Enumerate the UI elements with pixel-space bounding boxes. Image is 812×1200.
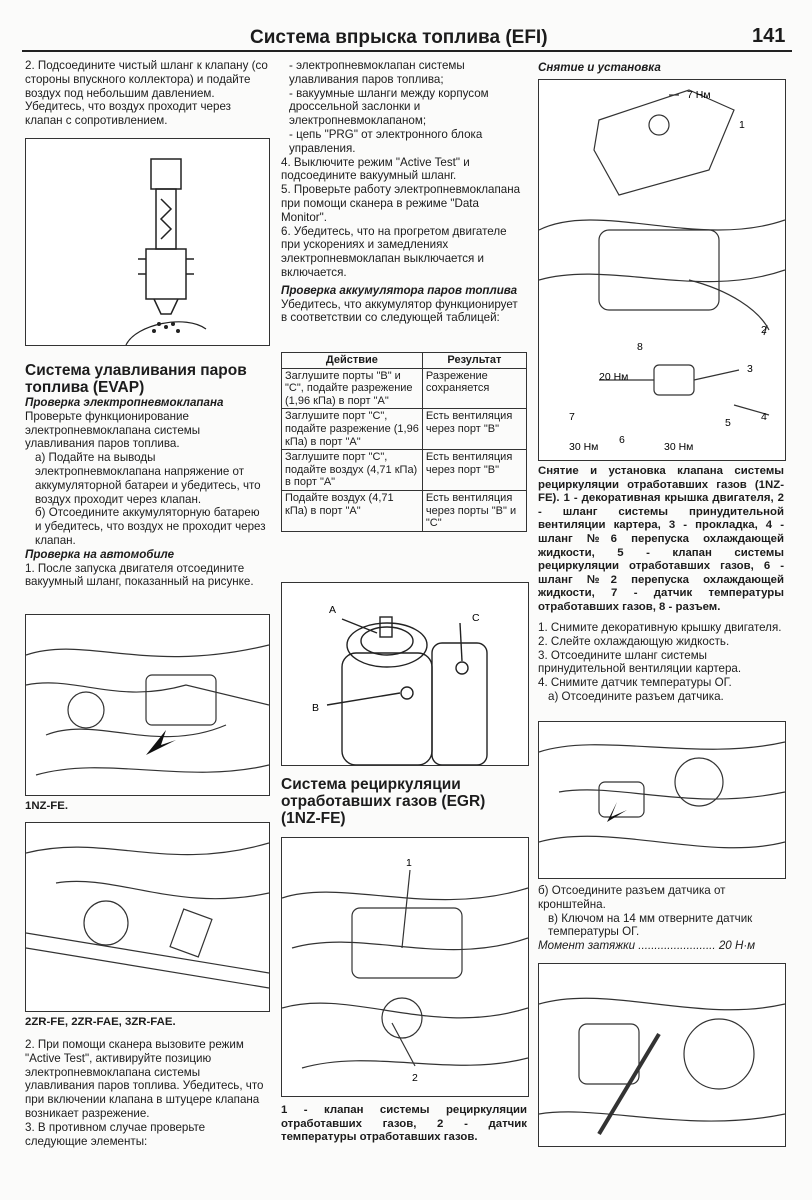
table-cell: Разрежение сохраняется bbox=[421, 367, 528, 410]
label-20nm: 20 Нм bbox=[599, 371, 628, 383]
check-item-3: - цепь "PRG" от электронного блока управ… bbox=[289, 127, 483, 155]
valve-figure bbox=[25, 138, 270, 346]
intro-paragraph: 2. Подсоедините чистый шланг к клапану (… bbox=[25, 59, 268, 128]
arrow-icon bbox=[146, 730, 176, 755]
table-header-row: Действие Результат bbox=[281, 352, 528, 369]
evap-title: Система улавливания паров топлива (EVAP) bbox=[25, 362, 247, 396]
vehicle-check-step-6: 6. Убедитесь, что на прогретом двигателе… bbox=[281, 224, 507, 279]
canister-drawing: A B C bbox=[312, 604, 488, 765]
table-header-action: Действие bbox=[281, 352, 423, 369]
label-30nm-right: 30 Нм bbox=[664, 441, 693, 453]
removal-step-2: 2. Слейте охлаждающую жидкость. bbox=[538, 634, 730, 648]
table-cell: Есть вентиляция через порт "B" bbox=[421, 449, 528, 491]
egr-label-1: 1 bbox=[406, 857, 412, 869]
vehicle-check-step-1: 1. После запуска двигателя отсоедините в… bbox=[25, 561, 254, 589]
table-cell: Есть вентиляция через порты "B" и "C" bbox=[421, 489, 528, 532]
left-intro: 2. Подсоедините чистый шланг к клапану (… bbox=[25, 59, 268, 128]
evap-step-b: б) Отсоедините аккумуляторную батарею и … bbox=[35, 506, 266, 547]
sensor-sketch-1 bbox=[539, 741, 785, 849]
egr-removal-figure: 7 Нм 1 2 3 4 5 6 7 8 20 Нм 30 Нм 30 Нм bbox=[538, 79, 786, 461]
port-label-a: A bbox=[329, 604, 336, 616]
middle-text: - электропневмоклапан системы улавливани… bbox=[281, 59, 527, 325]
label-8: 8 bbox=[637, 341, 643, 353]
subheading-canister-check: Проверка аккумулятора паров топлива bbox=[281, 283, 518, 297]
removal-step-3: 3. Отсоедините шланг системы принудитель… bbox=[538, 648, 742, 676]
egr-removal-drawing: 7 Нм 1 2 3 4 5 6 7 8 20 Нм 30 Нм 30 Нм bbox=[539, 89, 785, 453]
label-torque-top: 7 Нм bbox=[687, 89, 711, 101]
left-bottom-text: 2. При помощи сканера вызовите режим "Ac… bbox=[25, 1038, 268, 1148]
vehicle-check-step-5: 5. Проверьте работу электропневмоклапана… bbox=[281, 183, 521, 224]
table-row: Подайте воздух (4,71 кПа) в порт "A" Ест… bbox=[281, 489, 528, 532]
subheading-vehicle-check: Проверка на автомобиле bbox=[25, 547, 175, 561]
removal-step-4: 4. Снимите датчик температуры ОГ. bbox=[538, 676, 732, 690]
subheading-valve-check: Проверка электропневмоклапана bbox=[25, 396, 224, 409]
sensor-photo-1 bbox=[538, 721, 786, 879]
engine-sketch-1 bbox=[26, 644, 269, 776]
canister-figure: A B C bbox=[281, 582, 529, 766]
label-5: 5 bbox=[725, 417, 731, 429]
egr-caption: 1 - клапан системы рециркуляции отработа… bbox=[281, 1104, 527, 1144]
engine-photo-1nz bbox=[25, 614, 270, 796]
evap-paragraph-1: Проверьте функционирование электропневмо… bbox=[25, 409, 201, 451]
label-3: 3 bbox=[747, 363, 753, 375]
engine-sketch-2 bbox=[26, 842, 269, 989]
valve-drawing bbox=[125, 158, 207, 345]
subheading-removal: Снятие и установка bbox=[538, 61, 661, 74]
table-row: Заглушите порт "C", подайте воздух (4,71… bbox=[281, 449, 528, 491]
fig-label-1nz: 1NZ-FE. bbox=[25, 800, 69, 812]
removal-step-4a: а) Отсоедините разъем датчика. bbox=[548, 689, 724, 703]
label-7: 7 bbox=[569, 411, 575, 423]
table-header-result: Результат bbox=[421, 352, 528, 369]
evap-section: Система улавливания паров топлива (EVAP)… bbox=[25, 362, 268, 589]
torque-spec: Момент затяжки ........................ … bbox=[538, 939, 756, 953]
removal-steps: 1. Снимите декоративную крышку двигателя… bbox=[538, 621, 784, 704]
vehicle-check-step-4: 4. Выключите режим "Active Test" и подсо… bbox=[281, 155, 470, 183]
table-row: Заглушите порт "C", подайте разрежение (… bbox=[281, 408, 528, 451]
removal-step-4c: в) Ключом на 14 мм отверните датчик темп… bbox=[548, 911, 753, 939]
check-item-2: - вакуумные шланги между корпусом дроссе… bbox=[289, 86, 489, 128]
sensor-photo-2 bbox=[538, 963, 786, 1147]
egr-label-2: 2 bbox=[412, 1072, 418, 1084]
egr-removal-caption: Снятие и установка клапана системы рецир… bbox=[538, 465, 784, 613]
port-label-c: C bbox=[472, 612, 480, 624]
label-30nm-left: 30 Нм bbox=[569, 441, 598, 453]
arrow-icon bbox=[607, 802, 627, 822]
label-2: 2 bbox=[761, 324, 767, 336]
evap-step-a: а) Подайте на выводы электропневмоклапан… bbox=[35, 451, 261, 506]
engine-photo-2zr bbox=[25, 822, 270, 1012]
table-row: Заглушите порты "B" и "C", подайте разре… bbox=[281, 367, 528, 410]
port-label-b: B bbox=[312, 702, 319, 714]
removal-steps-2: б) Отсоедините разъем датчика от кронште… bbox=[538, 884, 784, 953]
label-1: 1 bbox=[739, 119, 745, 131]
page-number: 141 bbox=[752, 25, 786, 47]
egr-figure: 1 2 bbox=[281, 837, 529, 1097]
removal-step-1: 1. Снимите декоративную крышку двигателя… bbox=[538, 621, 782, 634]
label-4: 4 bbox=[761, 411, 767, 423]
table-cell: Подайте воздух (4,71 кПа) в порт "A" bbox=[281, 489, 423, 532]
label-6: 6 bbox=[619, 434, 625, 446]
vehicle-check-step-2: 2. При помощи сканера вызовите режим "Ac… bbox=[25, 1038, 264, 1120]
page-title: Система впрыска топлива (EFI) bbox=[250, 27, 548, 48]
table-cell: Есть вентиляция через порт "B" bbox=[421, 408, 528, 451]
table-cell: Заглушите порт "C", подайте разрежение (… bbox=[281, 408, 423, 451]
table-cell: Заглушите порты "B" и "C", подайте разре… bbox=[281, 367, 423, 410]
fig-label-2zr: 2ZR-FE, 2ZR-FAE, 3ZR-FAE. bbox=[25, 1016, 176, 1028]
vehicle-check-step-3: 3. В противном случае проверьте следующи… bbox=[25, 1120, 206, 1148]
canister-test-table: Действие Результат Заглушите порты "B" и… bbox=[281, 352, 528, 532]
header-rule bbox=[22, 50, 792, 52]
check-item-1: - электропневмоклапан системы улавливани… bbox=[289, 59, 465, 86]
table-cell: Заглушите порт "C", подайте воздух (4,71… bbox=[281, 449, 423, 491]
canister-paragraph: Убедитесь, что аккумулятор функционирует… bbox=[281, 297, 518, 325]
egr-title: Система рециркуляции отработавших газов … bbox=[281, 776, 486, 827]
sensor-sketch-2 bbox=[539, 997, 785, 1136]
removal-step-4b: б) Отсоедините разъем датчика от кронште… bbox=[538, 884, 726, 911]
egr-engine-sketch: 1 2 bbox=[282, 857, 528, 1084]
